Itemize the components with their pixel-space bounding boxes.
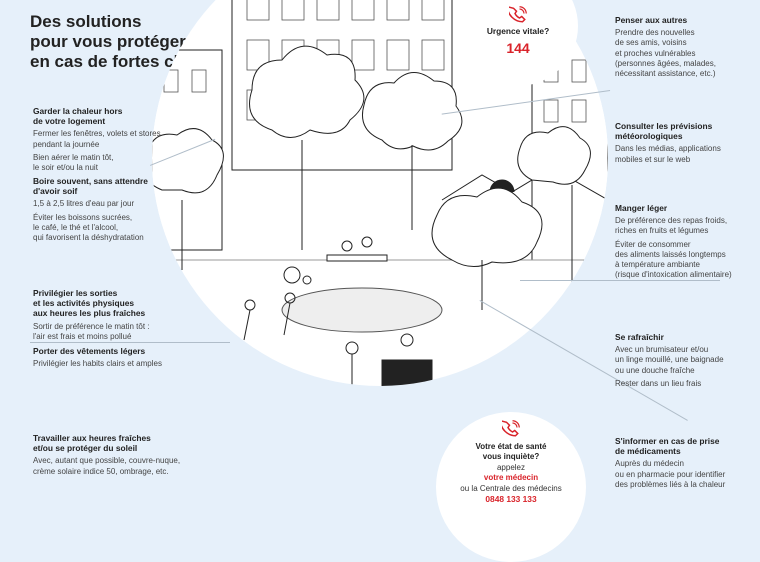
- doctor-alt: ou la Centrale des médecins: [460, 483, 562, 493]
- doctor-phone: 0848 133 133: [485, 494, 537, 504]
- connector-line: [520, 280, 720, 281]
- tip-light-clothing: Porter des vêtements légers Privilégier …: [33, 346, 162, 369]
- doctor-who: votre médecin: [483, 473, 539, 482]
- city-illustration: [152, 0, 608, 386]
- phone-icon: [436, 419, 586, 442]
- doctor-action: appelez: [496, 462, 526, 472]
- tip-eat-light: Manger léger De préférence des repas fro…: [615, 203, 732, 280]
- emergency-label: Urgence vitale?: [486, 26, 550, 36]
- phone-icon: [458, 5, 578, 26]
- doctor-callout: Votre état de santé vous inquiète? appel…: [436, 412, 586, 562]
- emergency-number: 144: [506, 40, 530, 56]
- doctor-question: Votre état de santé vous inquiète?: [475, 441, 547, 462]
- street-scene-drawing: [152, 0, 608, 386]
- connector-line: [30, 342, 230, 343]
